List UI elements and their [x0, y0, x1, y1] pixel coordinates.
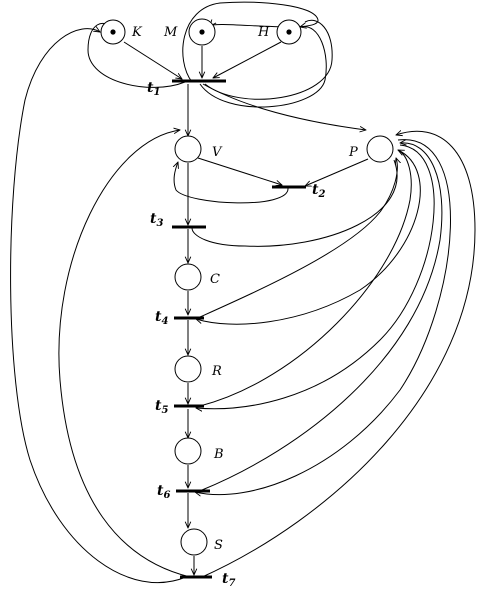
place-labels: K M H V P C R B S [131, 25, 358, 553]
tokens [110, 29, 292, 35]
arc-p-t5 [196, 144, 435, 409]
arc-t7-k [10, 29, 187, 583]
place-c [174, 263, 202, 291]
arc-v-t2 [197, 157, 282, 185]
places [100, 18, 394, 556]
transition-label-t3: t3 [150, 211, 163, 229]
transition-label-t2: t2 [312, 182, 325, 200]
transition-label-t7: t7 [222, 571, 235, 589]
transitions [172, 79, 306, 579]
arcs [10, 1, 476, 583]
arc-t6-p [201, 143, 443, 491]
arc-h-t1 [213, 41, 282, 78]
transition-labels: t1 t2 t3 t4 t5 t6 t7 [147, 80, 325, 589]
arc-p-t4 [196, 149, 421, 325]
arc-t7-p [199, 131, 476, 579]
place-label-k: K [131, 25, 143, 40]
arc-t2-v [174, 162, 289, 204]
place-label-r: R [211, 364, 222, 379]
arc-p-t3 [191, 159, 398, 247]
arc-t1-m [182, 1, 319, 83]
transition-label-t6: t6 [157, 483, 170, 501]
arc-t7-v [58, 130, 191, 578]
arc-t5-p [199, 150, 412, 407]
place-label-c: C [210, 272, 220, 287]
place-s [180, 528, 208, 556]
place-v [174, 135, 202, 163]
arc-k-t1 [123, 41, 182, 79]
arc-t1-p [202, 83, 366, 130]
arc-p-t2 [305, 158, 369, 186]
arc-t1-h [199, 26, 327, 108]
transition-label-t5: t5 [155, 398, 168, 416]
token-m [199, 29, 205, 35]
place-r [174, 355, 202, 383]
arc-t1-k [87, 23, 186, 88]
arc-t4-p [199, 158, 397, 318]
place-label-h: H [257, 25, 270, 40]
arc-t1-h-outer [204, 19, 333, 100]
token-k [110, 29, 116, 35]
place-p [366, 135, 394, 163]
place-label-v: V [212, 145, 223, 160]
arc-p-t6 [195, 139, 451, 495]
place-label-s: S [214, 538, 223, 553]
transition-label-t4: t4 [155, 309, 168, 327]
place-b [174, 437, 202, 465]
place-label-p: P [348, 145, 358, 160]
place-label-m: M [163, 25, 178, 40]
transition-label-t1: t1 [147, 80, 160, 98]
token-h [286, 29, 292, 35]
place-label-b: B [213, 447, 224, 462]
